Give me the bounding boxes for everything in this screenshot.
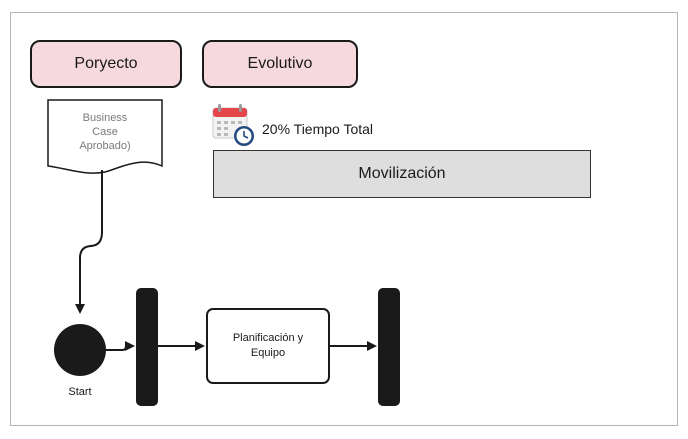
connector-document-to-start [75,170,103,314]
calendar-label: 20% Tiempo Total [262,121,374,137]
join-bar[interactable] [378,288,400,406]
movilizacion-bar[interactable]: Movilización [213,150,591,198]
start-label: Start [68,386,92,398]
planificacion-label: Planificación y Equipo [232,332,304,359]
connector-start-to-fork [106,341,135,351]
fork-bar[interactable] [136,288,158,406]
business-case-text: Business Case Aprobado) [79,112,131,152]
evolutivo-node[interactable]: Evolutivo [202,40,358,88]
start-node[interactable] [54,324,106,376]
calendar-clock-icon [212,104,254,146]
evolutivo-label: Evolutivo [247,55,313,72]
business-case-document-shape[interactable] [47,99,163,174]
proyecto-node[interactable]: Poryecto [30,40,182,88]
proyecto-label: Poryecto [74,55,138,72]
planificacion-node[interactable]: Planificación y Equipo [206,308,330,384]
movilizacion-label: Movilización [358,165,446,182]
